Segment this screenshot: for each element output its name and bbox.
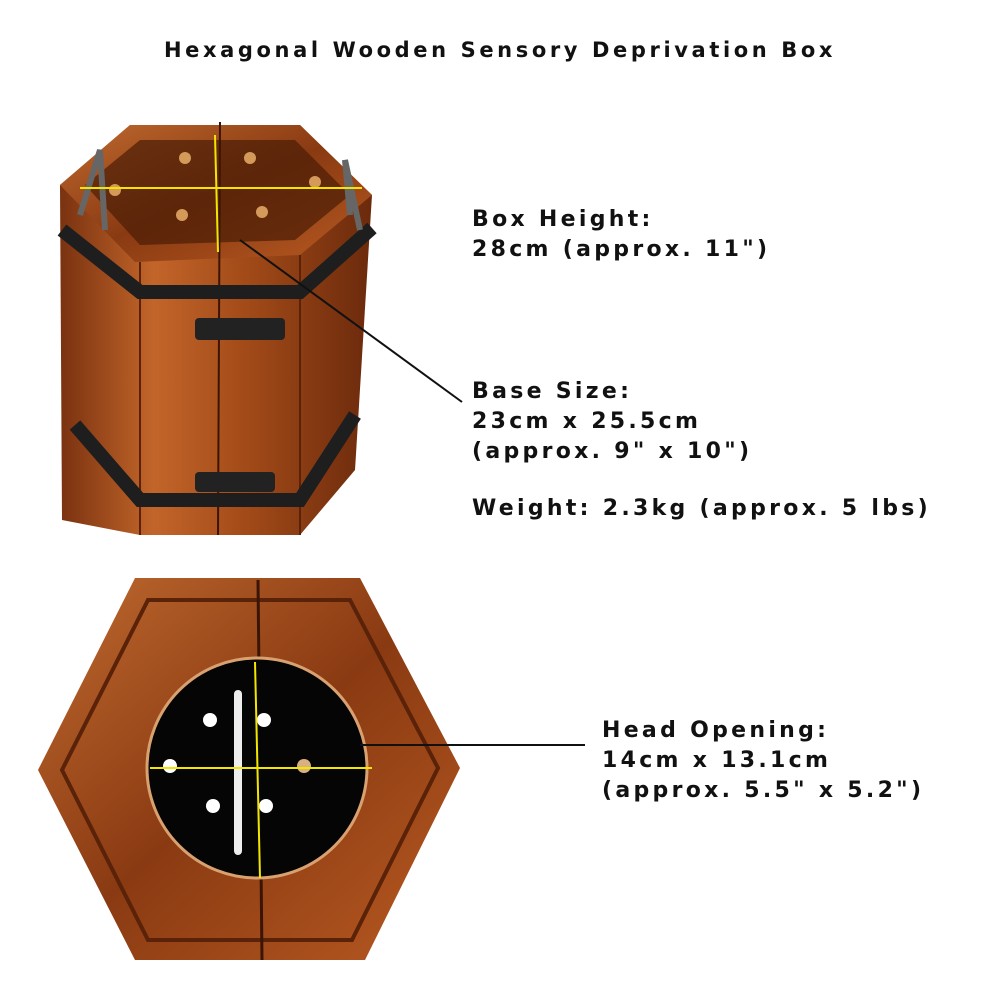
base-size-imperial: (approx. 9" x 10") <box>472 439 753 464</box>
page-title: Hexagonal Wooden Sensory Deprivation Box <box>163 38 837 62</box>
head-opening-label: Head Opening: <box>602 718 830 743</box>
base-size-label: Base Size: <box>472 379 633 404</box>
box-top-view <box>38 578 585 961</box>
box-side-view <box>57 121 463 536</box>
head-opening-imperial: (approx. 5.5" x 5.2") <box>602 778 925 803</box>
head-opening-spec: Head Opening: 14cm x 13.1cm (approx. 5.5" … <box>602 716 924 806</box>
weight-spec: Weight: 2.3kg (approx. 5 lbs) <box>472 496 932 521</box>
box-height-spec: Box Height: 28cm (approx. 11") <box>472 205 770 265</box>
box-height-label: Box Height: <box>472 207 654 232</box>
box-height-value: 28cm (approx. 11") <box>472 237 771 262</box>
head-opening-value: 14cm x 13.1cm <box>602 748 832 773</box>
base-size-spec: Base Size: 23cm x 25.5cm (approx. 9" x 10"… <box>472 377 752 467</box>
base-size-value: 23cm x 25.5cm <box>472 409 702 434</box>
